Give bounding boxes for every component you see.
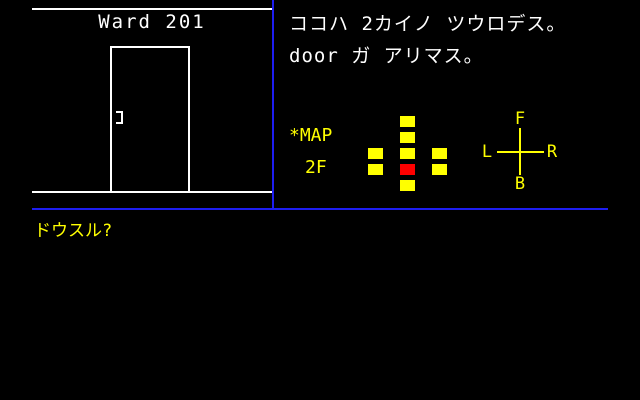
command-prompt[interactable]: ドウスル? bbox=[34, 221, 113, 241]
compass-front-label: F bbox=[514, 109, 526, 129]
compass-left-label: L bbox=[481, 142, 493, 162]
map-cell bbox=[432, 164, 447, 175]
map-cell bbox=[368, 164, 383, 175]
compass-back-label: B bbox=[514, 174, 526, 194]
map-cell bbox=[432, 148, 447, 159]
map-label: *MAP bbox=[289, 125, 333, 146]
compass-horizontal-line bbox=[497, 151, 544, 153]
floor-label: 2F bbox=[305, 157, 327, 178]
map-cell bbox=[400, 148, 415, 159]
map-cell bbox=[368, 148, 383, 159]
panel-divider-horizontal bbox=[32, 208, 608, 210]
room-top-border bbox=[32, 8, 272, 10]
compass-right-label: R bbox=[546, 142, 558, 162]
map-cell bbox=[400, 116, 415, 127]
panel-divider-vertical bbox=[272, 0, 274, 210]
door-knob-icon bbox=[116, 111, 123, 124]
room-title: Ward 201 bbox=[98, 11, 206, 33]
map-cell-current bbox=[400, 164, 415, 175]
message-line-2: door ガ アリマス。 bbox=[289, 45, 484, 67]
map-cell bbox=[400, 132, 415, 143]
room-floor-line bbox=[32, 191, 272, 193]
message-line-1: ココハ 2カイノ ツウロデス。 bbox=[289, 13, 567, 35]
door[interactable] bbox=[110, 46, 190, 192]
map-cell bbox=[400, 180, 415, 191]
